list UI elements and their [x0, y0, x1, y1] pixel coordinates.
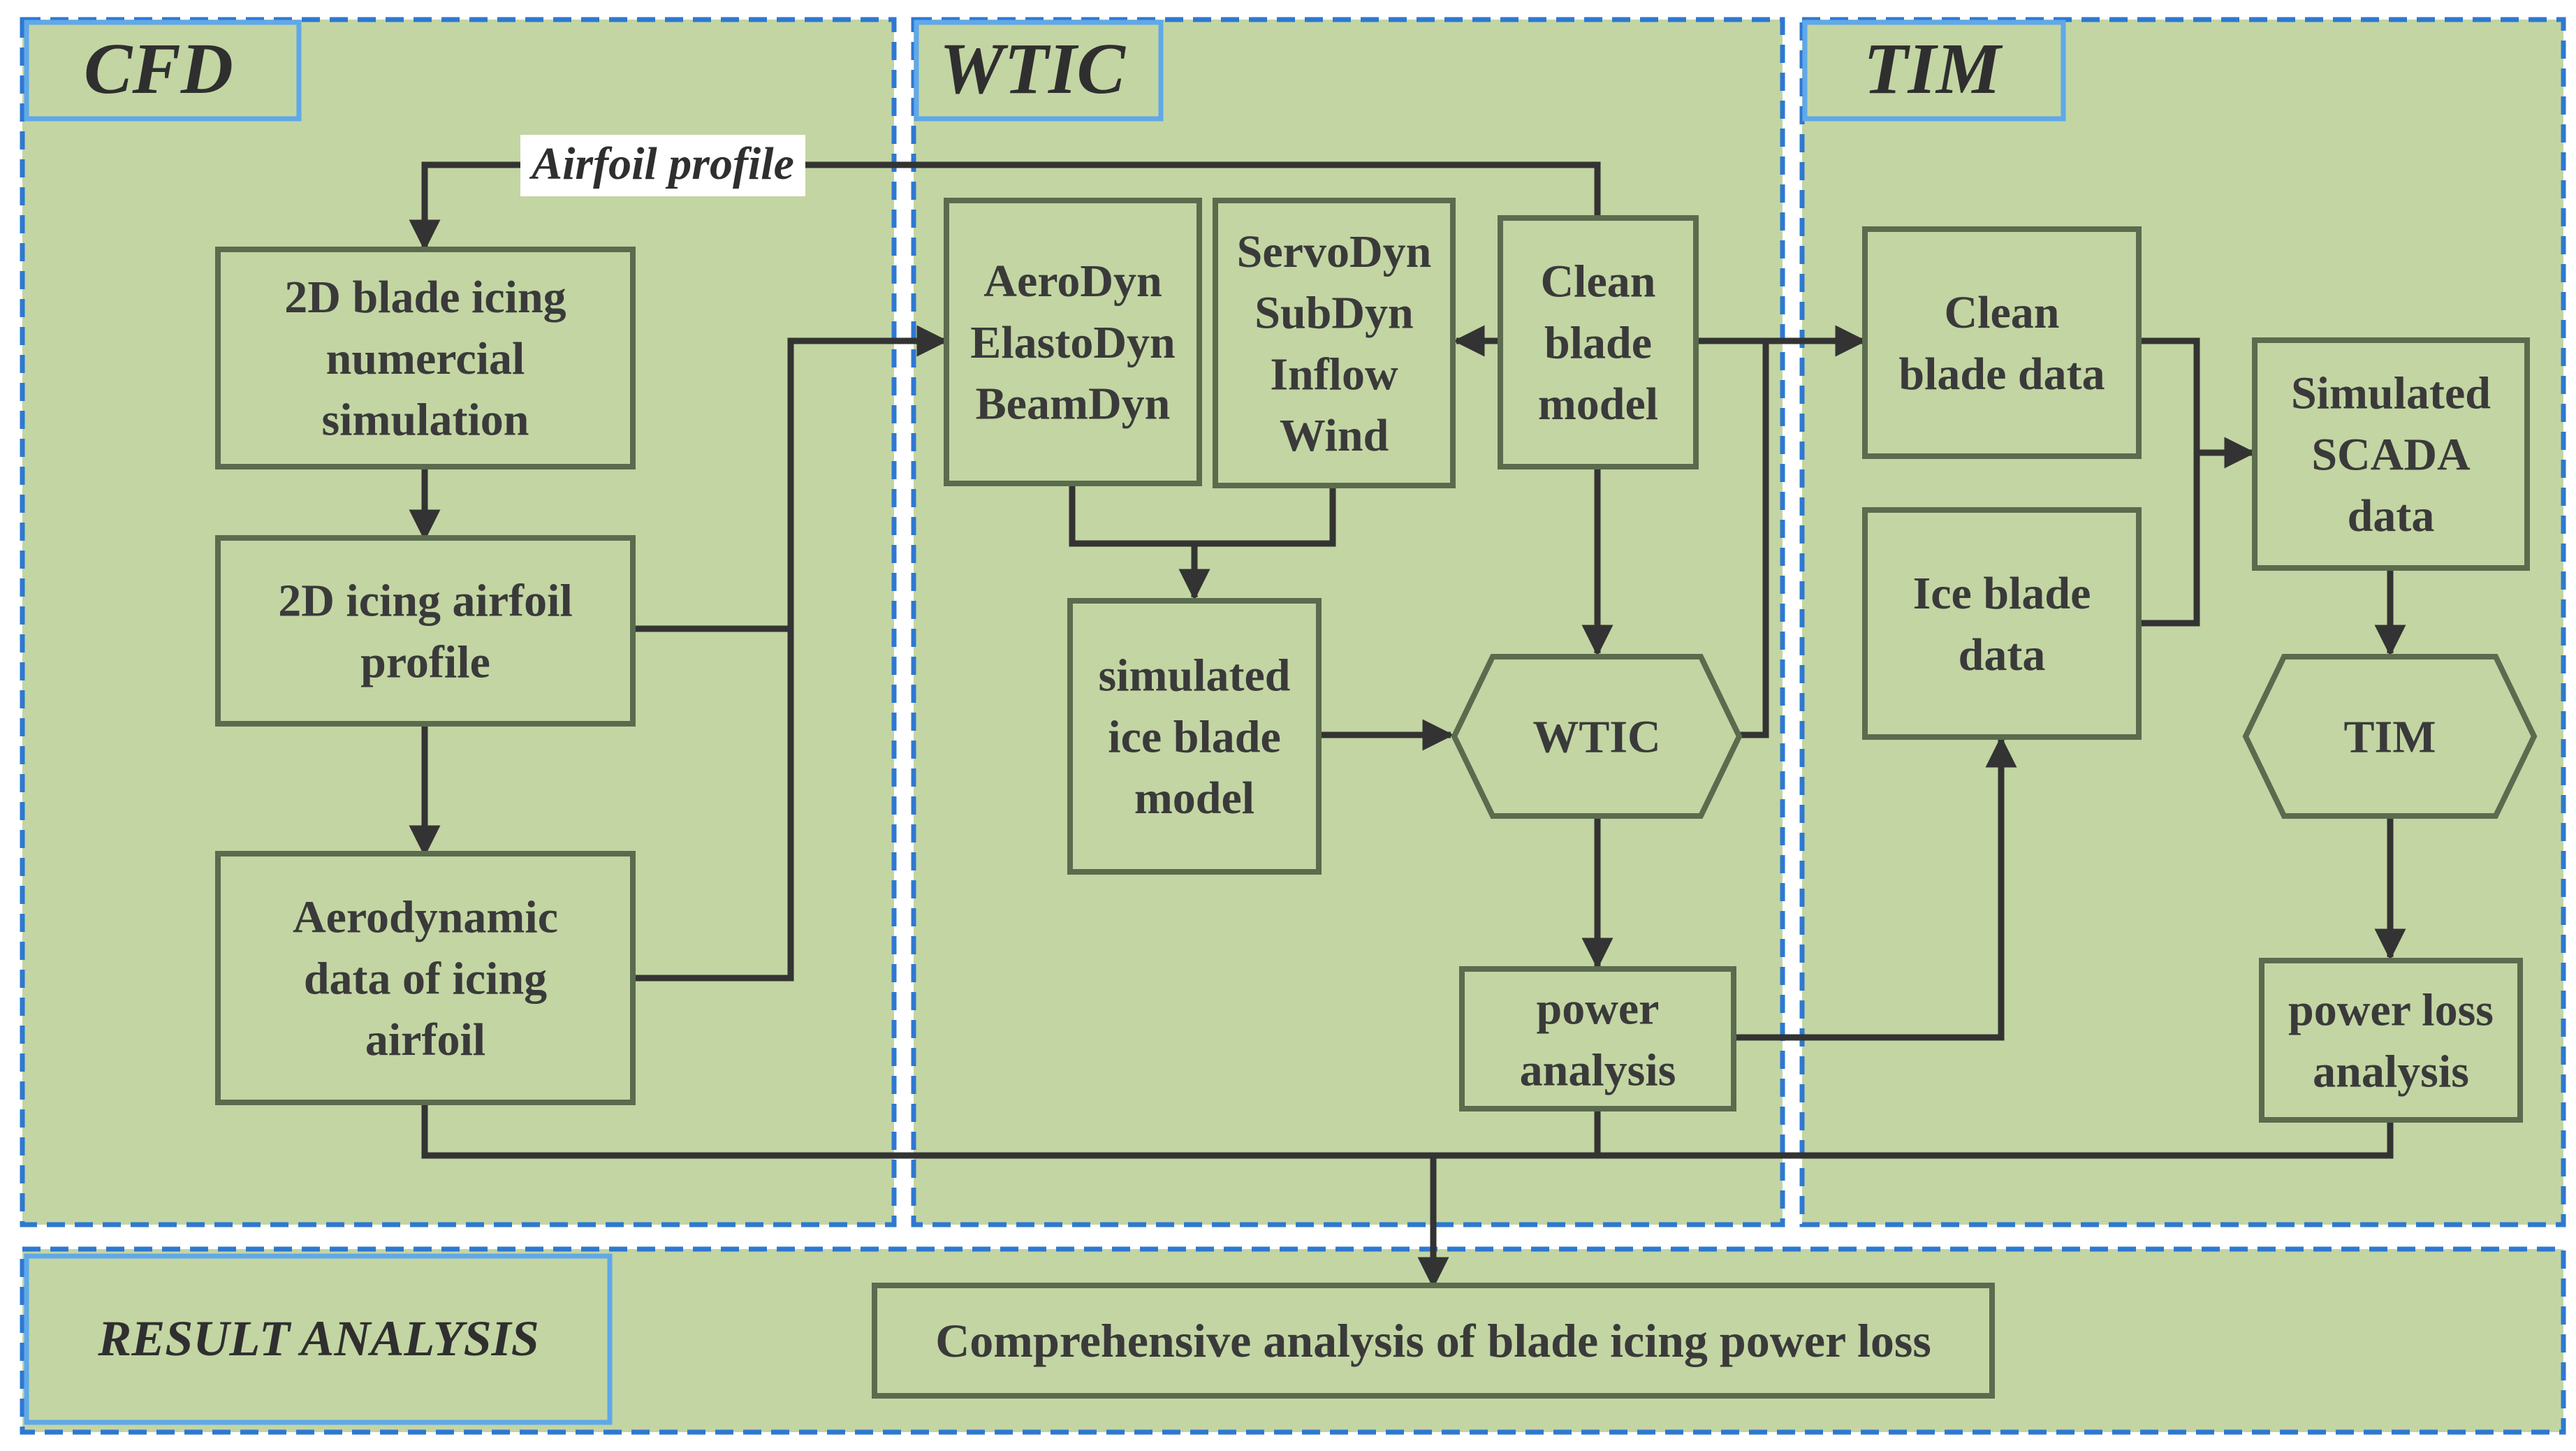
ice-blade-data-box — [1862, 507, 2142, 740]
wtic-node-box — [1451, 654, 1743, 819]
clean-blade-model-box — [1498, 215, 1699, 469]
blade-icing-sim-label-line: 2D blade icing — [284, 272, 566, 323]
clean-blade-data-label-line: Clean — [1945, 287, 2060, 338]
tim-panel-title: TIM — [1864, 29, 2003, 109]
aerodyn-group-label-line: BeamDyn — [976, 379, 1171, 430]
sim-scada-label-line: Simulated — [2291, 368, 2491, 419]
aero-data-label-line: Aerodynamic — [293, 892, 558, 943]
edge-aerodyn-merge — [1069, 483, 1336, 547]
sim-scada-label-line: SCADA — [2311, 429, 2471, 480]
airfoil-profile-label-bg — [520, 135, 805, 196]
aerodyn-group-label-line: ElastoDyn — [970, 317, 1175, 368]
clean-blade-model-label-line: blade — [1544, 317, 1652, 368]
sim-ice-blade-model-box — [1067, 598, 1322, 875]
blade-icing-sim-box — [215, 247, 636, 469]
cfd-title-box — [24, 20, 302, 122]
clean-blade-data-box — [1862, 226, 2142, 459]
power-loss-analysis-label-line: analysis — [2313, 1046, 2469, 1097]
tim-node-label-line: TIM — [2344, 711, 2436, 762]
wtic-title-box — [914, 20, 1164, 122]
sim-scada-box — [2252, 337, 2530, 571]
wtic-node-label-line: WTIC — [1532, 711, 1660, 762]
sim-ice-blade-model-label-line: model — [1134, 773, 1254, 824]
tim-node-box — [2242, 654, 2538, 819]
power-loss-analysis-label-line: power loss — [2288, 985, 2494, 1036]
icing-airfoil-profile-label-line: 2D icing airfoil — [278, 576, 573, 627]
ice-blade-data-label-line: data — [1959, 629, 2046, 680]
icing-airfoil-profile-box — [215, 535, 636, 727]
aerodyn-group-label-line: AeroDyn — [983, 256, 1162, 307]
servodyn-group-label-line: SubDyn — [1254, 288, 1414, 339]
blade-icing-sim-label-line: numercial — [326, 333, 525, 384]
power-analysis-box — [1459, 966, 1736, 1111]
servodyn-group-label-line: Inflow — [1270, 349, 1398, 400]
wtic-panel-title: WTIC — [939, 29, 1126, 109]
power-analysis-label-line: analysis — [1520, 1044, 1676, 1095]
aero-data-box — [215, 851, 636, 1105]
aero-data-label-line: airfoil — [365, 1014, 485, 1065]
icing-airfoil-profile-label-line: profile — [360, 636, 490, 687]
comprehensive-label-line: Comprehensive analysis of blade icing po… — [935, 1314, 1931, 1367]
sim-scada-label-line: data — [2348, 490, 2435, 541]
cfd-panel-title: CFD — [84, 29, 233, 109]
blade-icing-sim-label-line: simulation — [321, 395, 529, 446]
clean-blade-model-label-line: model — [1538, 379, 1658, 430]
clean-blade-data-label-line: blade data — [1898, 349, 2105, 400]
edge-aero-to-aerodyn — [633, 629, 794, 982]
result-title-box — [24, 1253, 613, 1425]
clean-blade-model-label-line: Clean — [1541, 256, 1656, 307]
edge-power-to-icedata — [1734, 736, 2017, 1041]
edge-cleandata-merge — [2139, 337, 2200, 627]
aerodyn-group-box — [944, 198, 1202, 486]
power-analysis-label-line: power — [1537, 984, 1660, 1035]
servodyn-group-label-line: ServoDyn — [1237, 226, 1432, 277]
aero-data-label-line: data of icing — [304, 953, 547, 1004]
servodyn-group-label-line: Wind — [1280, 410, 1389, 461]
sim-ice-blade-model-label-line: ice blade — [1108, 711, 1280, 762]
edge-wtic-to-cleandata — [1739, 341, 1769, 738]
comprehensive-box — [872, 1283, 1995, 1399]
airfoil-profile-label: Airfoil profile — [529, 138, 794, 189]
edge-airfoil-profile — [409, 161, 1601, 251]
edge-bus — [421, 1102, 2394, 1159]
servodyn-group-box — [1213, 198, 1456, 488]
tim-title-box — [1802, 20, 2066, 122]
edge-profile-to-aerodyn — [633, 325, 949, 632]
power-loss-analysis-box — [2259, 958, 2523, 1123]
result-panel-title: RESULT ANALYSIS — [97, 1311, 539, 1366]
ice-blade-data-label-line: Ice blade — [1913, 568, 2091, 619]
sim-ice-blade-model-label-line: simulated — [1098, 650, 1290, 701]
